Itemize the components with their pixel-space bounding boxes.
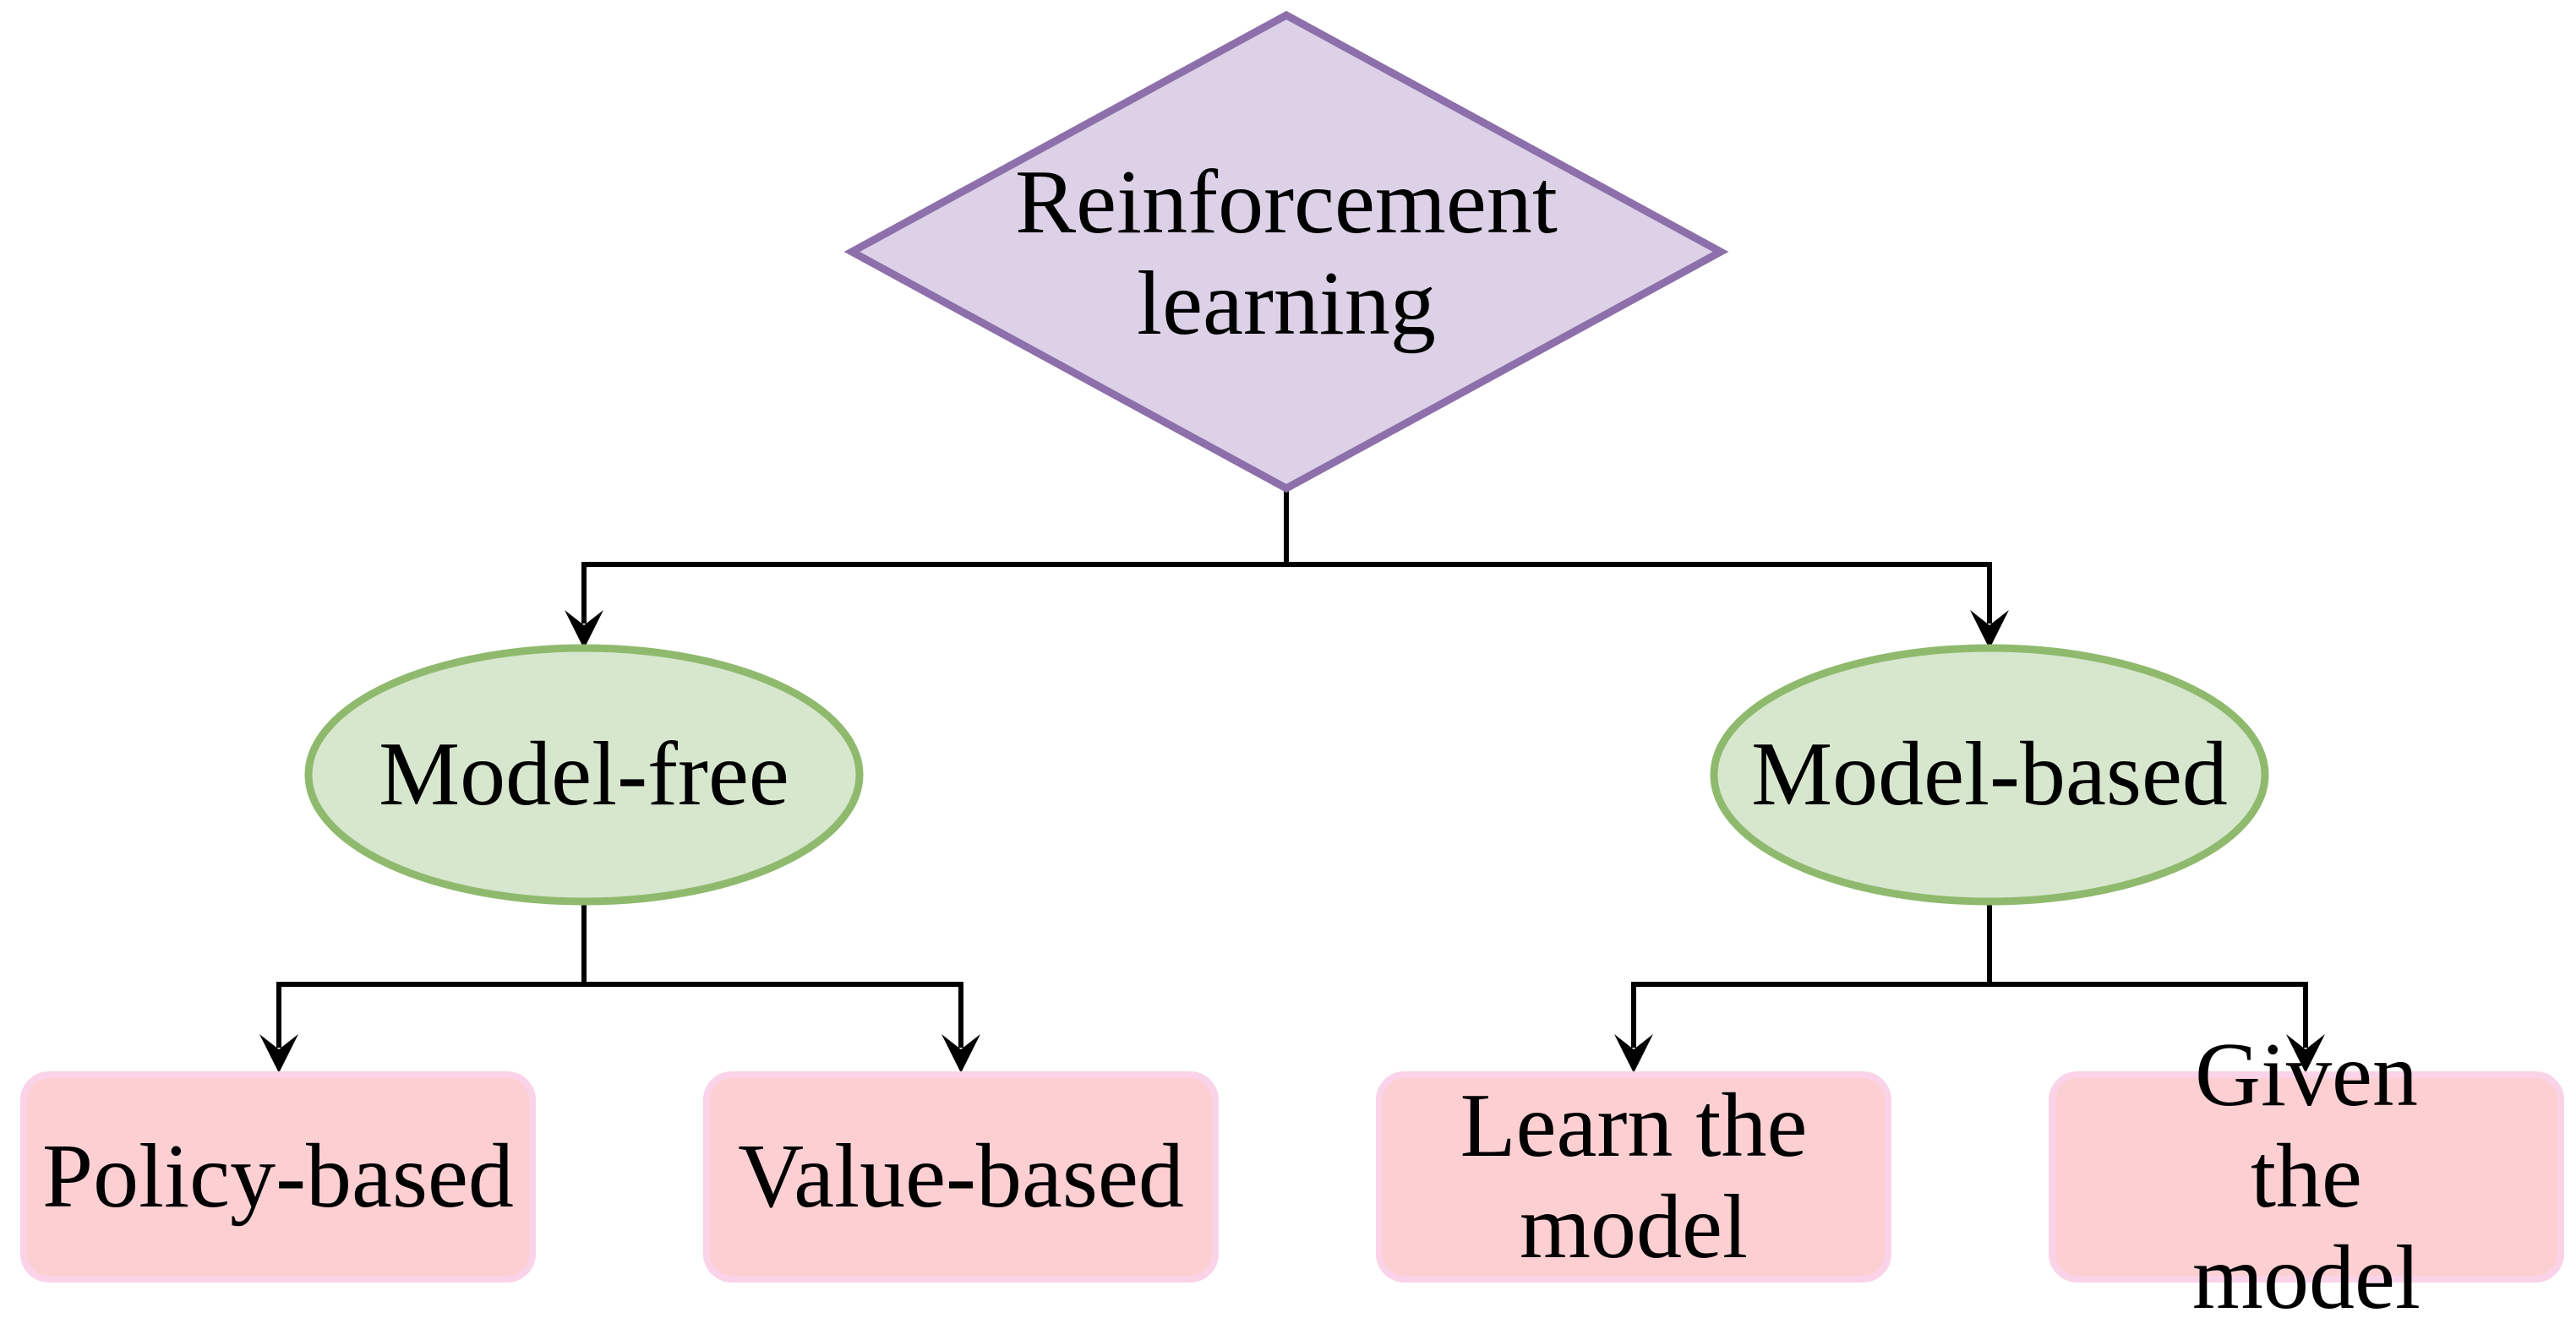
node-learn-model-label: Learn the model <box>1460 1076 1808 1277</box>
edge-root-children <box>565 488 2009 649</box>
arrow-down-icon <box>941 1034 980 1073</box>
node-given-model-box <box>2049 1071 2564 1283</box>
node-model-based-ellipse <box>1710 644 2269 906</box>
node-given-model-label: Given the model <box>2192 1025 2420 1328</box>
node-root-label: Reinforcement learning <box>1015 152 1558 354</box>
edge-model-based-children <box>1614 900 2325 1073</box>
node-policy-based-label: Policy-based <box>42 1126 514 1228</box>
node-root-diamond <box>843 10 1729 493</box>
arrow-down-icon <box>1614 1034 1653 1073</box>
node-value-based-label: Value-based <box>738 1126 1184 1228</box>
node-model-free-ellipse <box>304 644 864 906</box>
arrow-down-icon <box>565 610 603 649</box>
node-value-based-box <box>703 1071 1219 1283</box>
arrow-down-icon <box>259 1034 298 1073</box>
arrow-down-icon <box>1970 610 2009 649</box>
node-model-free-label: Model-free <box>379 724 789 825</box>
node-model-based-label: Model-based <box>1751 724 2228 825</box>
arrow-down-icon <box>2286 1034 2325 1073</box>
node-learn-model-box <box>1376 1071 1891 1283</box>
node-policy-based-box <box>20 1071 536 1283</box>
edge-model-free-children <box>259 900 980 1073</box>
